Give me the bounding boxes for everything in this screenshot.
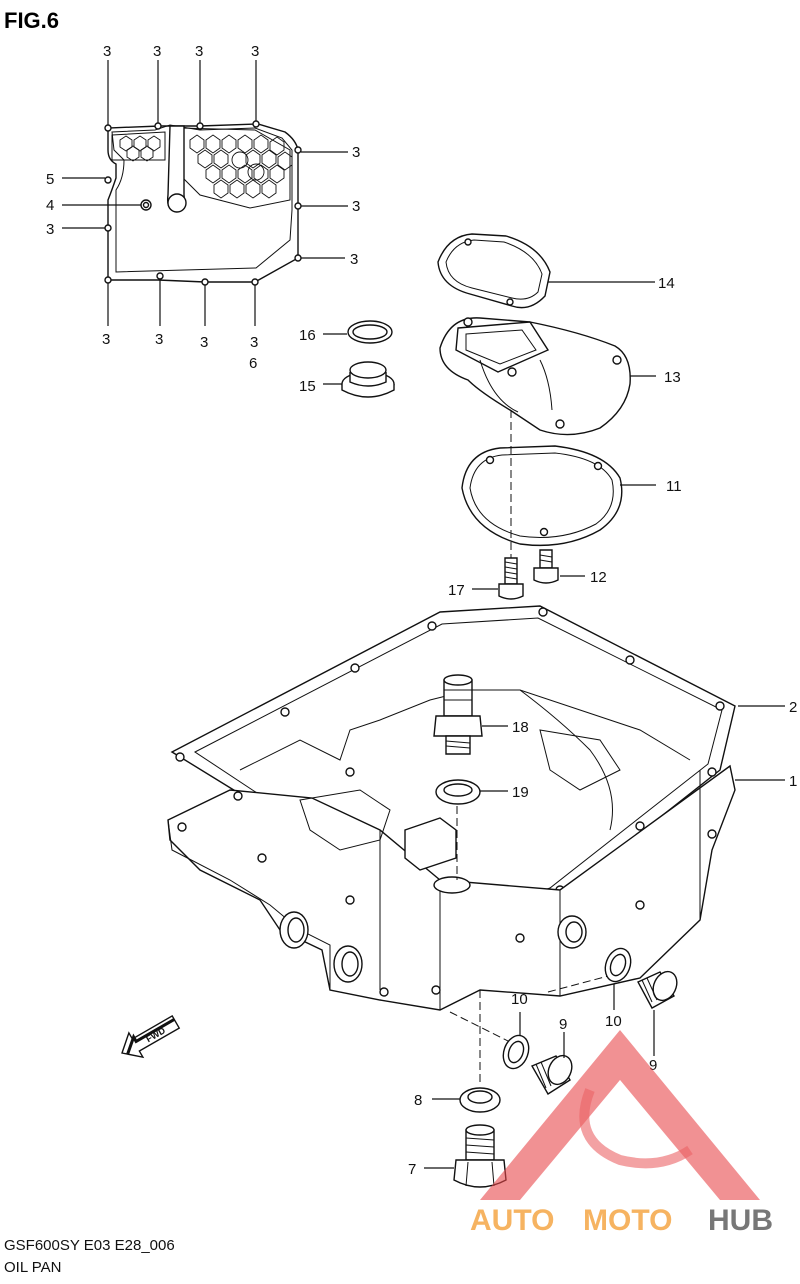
callout-gasket-14: 14 — [658, 275, 675, 292]
oil-pan-1 — [167, 689, 736, 1011]
washer-10b — [604, 947, 632, 983]
drain-bolt-7 — [453, 1124, 507, 1188]
callout-bolt-12: 12 — [590, 569, 607, 586]
callout-plug-9b: 9 — [649, 1057, 657, 1074]
callout-bolt-right-1: 3 — [352, 144, 360, 161]
callout-cap: 15 — [299, 378, 316, 395]
honeycomb-pattern — [119, 134, 293, 199]
washer-10a — [502, 1034, 530, 1070]
model-code: GSF600SY E03 E28_006 — [4, 1237, 175, 1254]
callout-bolt-top-3: 3 — [195, 43, 203, 60]
watermark-moto: MOTO — [583, 1204, 672, 1237]
callout-cover-13: 13 — [664, 369, 681, 386]
washer-19 — [435, 779, 481, 805]
callout-bolt-left: 3 — [46, 221, 54, 238]
watermark-logo — [480, 1030, 760, 1200]
callout-gasket-11: 11 — [666, 478, 682, 495]
figure-title: FIG.6 — [4, 8, 59, 33]
callout-bolt-right-2: 3 — [352, 198, 360, 215]
callout-washer-8: 8 — [414, 1092, 422, 1109]
callout-bolt-17: 17 — [448, 582, 465, 599]
callout-bolt-top-1: 3 — [103, 43, 111, 60]
callout-oil-pan-1: 1 — [789, 773, 797, 790]
callout-bolt-top-4: 3 — [251, 43, 259, 60]
section-name: OIL PAN — [4, 1259, 62, 1276]
callout-bolt-bottom-1: 3 — [102, 331, 110, 348]
callout-drain-bolt-7: 7 — [408, 1161, 416, 1178]
bolt-12 — [533, 549, 559, 584]
callout-bolt-bottom-3: 3 — [200, 334, 208, 351]
callout-plug-9a: 9 — [559, 1016, 567, 1033]
callout-bolt-6: 6 — [249, 355, 257, 372]
callout-o-ring: 16 — [299, 327, 316, 344]
forward-direction-arrow: FWD — [121, 1014, 181, 1059]
watermark-hub: HUB — [708, 1204, 773, 1237]
drain-plug-9a — [530, 1054, 573, 1095]
bolt-17 — [498, 557, 524, 600]
callout-bolt-bottom-2: 3 — [155, 331, 163, 348]
drain-plug-9b — [637, 970, 678, 1009]
callout-bolt-right-3: 3 — [350, 251, 358, 268]
oil-pressure-switch-18 — [433, 674, 483, 755]
callout-washer-10b: 10 — [605, 1013, 622, 1030]
washer-8 — [459, 1087, 501, 1113]
cover-13 — [439, 317, 631, 436]
callout-switch-18: 18 — [512, 719, 529, 736]
gasket-14 — [437, 233, 551, 309]
callout-gasket: 5 — [46, 171, 54, 188]
callout-washer-10a: 10 — [511, 991, 528, 1008]
gasket-11 — [461, 445, 623, 547]
callout-bolt-bottom-4: 3 — [250, 334, 258, 351]
o-ring-16 — [347, 320, 393, 344]
callout-bolt-top-2: 3 — [153, 43, 161, 60]
callout-washer-19: 19 — [512, 784, 529, 801]
callout-plug: 4 — [46, 197, 54, 214]
watermark-auto: AUTO — [470, 1204, 554, 1237]
callout-gasket-2: 2 — [789, 699, 797, 716]
oil-pan-gasket-inset — [62, 60, 348, 326]
cap-15 — [341, 361, 395, 398]
